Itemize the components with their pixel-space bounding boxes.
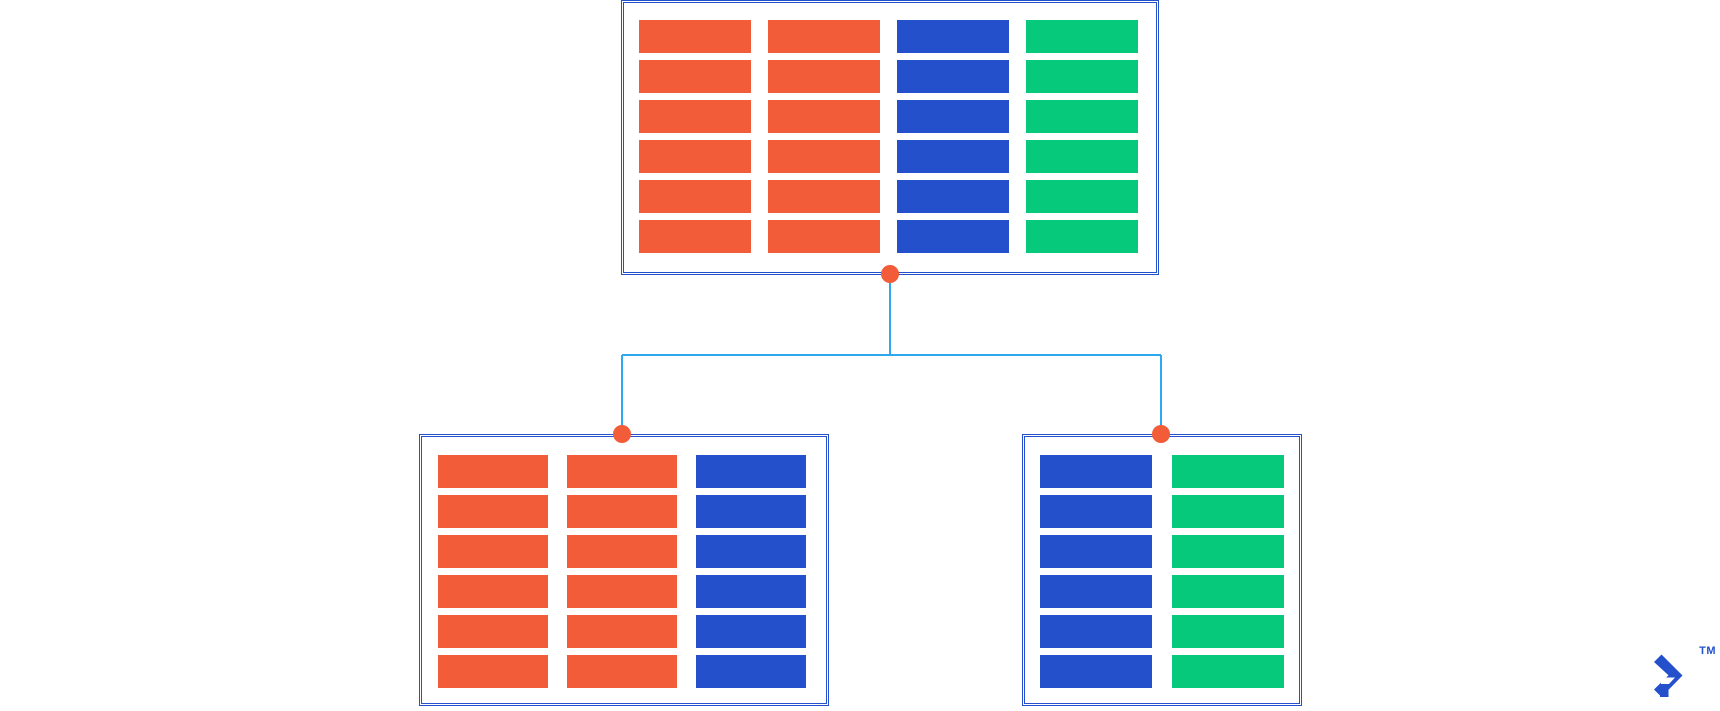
toptal-logo: TM (1648, 645, 1718, 705)
table-cell[interactable] (696, 535, 806, 568)
table-cell[interactable] (438, 455, 548, 488)
table-cell[interactable] (438, 615, 548, 648)
table-cell[interactable] (768, 100, 880, 133)
toptal-logo-mark (1648, 653, 1688, 704)
table-cell[interactable] (567, 455, 677, 488)
table-cell[interactable] (768, 180, 880, 213)
parent-table-node-column-1 (639, 20, 751, 253)
connector-bus-line (622, 354, 1161, 356)
table-cell[interactable] (1172, 535, 1284, 568)
table-cell[interactable] (897, 220, 1009, 253)
table-cell[interactable] (897, 60, 1009, 93)
table-cell[interactable] (1026, 60, 1138, 93)
table-cell[interactable] (639, 220, 751, 253)
table-cell[interactable] (1026, 140, 1138, 173)
table-cell[interactable] (696, 655, 806, 688)
table-cell[interactable] (768, 140, 880, 173)
table-cell[interactable] (639, 140, 751, 173)
table-cell[interactable] (438, 655, 548, 688)
connector-drop-line-2 (1160, 355, 1162, 434)
table-cell[interactable] (768, 220, 880, 253)
table-cell[interactable] (567, 495, 677, 528)
connector-trunk-line (889, 275, 891, 356)
table-cell[interactable] (438, 575, 548, 608)
table-cell[interactable] (1026, 20, 1138, 53)
parent-table-node-grid (639, 20, 1138, 253)
table-cell[interactable] (1172, 575, 1284, 608)
table-cell[interactable] (1172, 655, 1284, 688)
table-cell[interactable] (567, 655, 677, 688)
table-cell[interactable] (1040, 575, 1152, 608)
table-cell[interactable] (1040, 655, 1152, 688)
table-cell[interactable] (567, 535, 677, 568)
child-table-left-node-column-2 (567, 455, 677, 688)
table-cell[interactable] (1040, 495, 1152, 528)
parent-table-node-column-2 (768, 20, 880, 253)
table-cell[interactable] (696, 615, 806, 648)
table-cell[interactable] (1172, 495, 1284, 528)
table-cell[interactable] (897, 140, 1009, 173)
table-cell[interactable] (696, 575, 806, 608)
table-cell[interactable] (1040, 455, 1152, 488)
table-cell[interactable] (639, 60, 751, 93)
child-table-left-node-column-3 (696, 455, 806, 688)
parent-table-node-column-4 (1026, 20, 1138, 253)
table-cell[interactable] (1172, 455, 1284, 488)
child-table-right-node-column-2 (1172, 455, 1284, 688)
table-cell[interactable] (438, 495, 548, 528)
table-cell[interactable] (696, 495, 806, 528)
table-cell[interactable] (897, 20, 1009, 53)
trademark-symbol: TM (1699, 645, 1716, 657)
table-cell[interactable] (768, 20, 880, 53)
connector-dot-child-right[interactable] (1152, 425, 1170, 443)
table-cell[interactable] (897, 100, 1009, 133)
table-cell[interactable] (567, 615, 677, 648)
table-cell[interactable] (897, 180, 1009, 213)
child-table-left-node-grid (438, 455, 806, 688)
child-table-right-node-grid (1040, 455, 1284, 688)
parent-table-node-column-3 (897, 20, 1009, 253)
table-cell[interactable] (1026, 180, 1138, 213)
table-cell[interactable] (1026, 100, 1138, 133)
child-table-left-node-column-1 (438, 455, 548, 688)
table-cell[interactable] (1040, 535, 1152, 568)
child-table-right-node-column-1 (1040, 455, 1152, 688)
table-cell[interactable] (567, 575, 677, 608)
connector-dot-child-left[interactable] (613, 425, 631, 443)
table-cell[interactable] (1172, 615, 1284, 648)
table-cell[interactable] (768, 60, 880, 93)
table-cell[interactable] (438, 535, 548, 568)
connector-drop-line-1 (621, 355, 623, 434)
table-cell[interactable] (1026, 220, 1138, 253)
table-cell[interactable] (1040, 615, 1152, 648)
table-cell[interactable] (639, 20, 751, 53)
connector-dot-parent[interactable] (881, 265, 899, 283)
table-cell[interactable] (639, 180, 751, 213)
table-cell[interactable] (639, 100, 751, 133)
table-cell[interactable] (696, 455, 806, 488)
